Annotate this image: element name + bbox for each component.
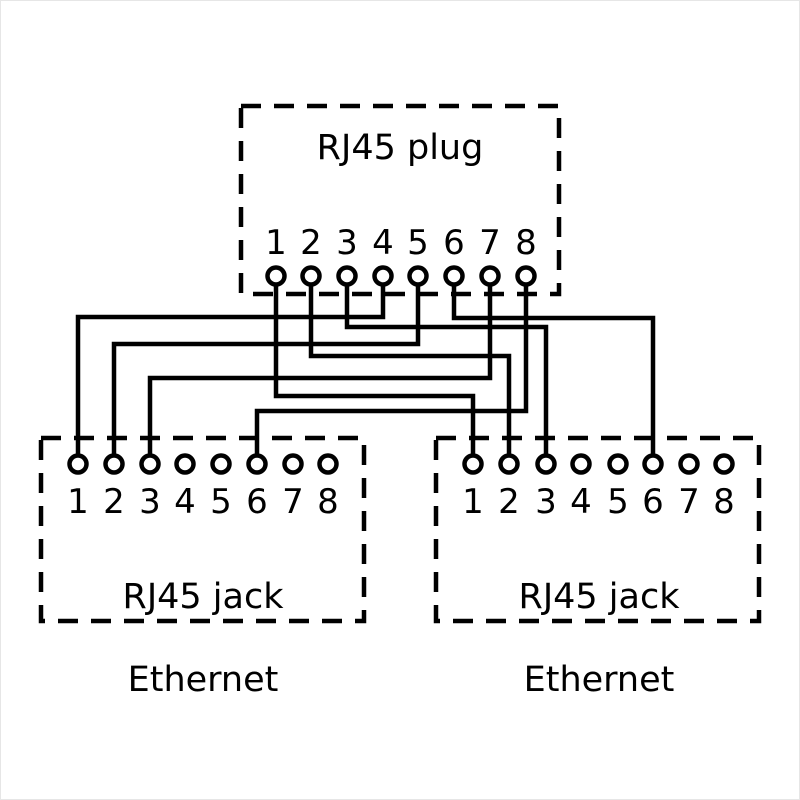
plug-pin-contact-8: [515, 265, 537, 287]
right-jack-pin-contact-1: [462, 453, 484, 475]
plug-pin-number-4: 4: [372, 223, 394, 263]
plug-pin-contact-6: [443, 265, 465, 287]
wire-plug4-to-left-jack1: [75, 276, 386, 464]
plug-pin-contact-5: [407, 265, 429, 287]
plug-pin-contact-2: [300, 265, 322, 287]
right-jack-pin-contact-8: [713, 453, 735, 475]
right-jack-pin-number-2: 2: [498, 482, 520, 522]
right-jack-pin-contact-4: [570, 453, 592, 475]
plug-pin-contact-4: [372, 265, 394, 287]
rj45-jack-right-box: [433, 435, 762, 624]
box-layer: [38, 103, 762, 624]
left-jack-pin-contact-4: [174, 453, 196, 475]
plug-pin-number-2: 2: [300, 223, 322, 263]
left-jack-pin-contact-7: [282, 453, 304, 475]
left-jack-pin-number-3: 3: [139, 482, 161, 522]
left-jack-pin-contact-1: [67, 453, 89, 475]
right-jack-pin-number-3: 3: [535, 482, 557, 522]
label-layer: RJ45 plug RJ45 jack RJ45 jack Ethernet E…: [123, 128, 681, 700]
left-jack-pin-contact-3: [139, 453, 161, 475]
left-jack-pin-number-7: 7: [282, 482, 304, 522]
left-jack-pin-number-6: 6: [246, 482, 268, 522]
right-jack-pin-contact-7: [678, 453, 700, 475]
wire-layer: [75, 276, 656, 464]
plug-pin-contact-1: [265, 265, 287, 287]
rj45-jack-left-box: [38, 435, 367, 624]
left-jack-label: RJ45 jack: [123, 577, 285, 617]
right-jack-pin-contact-6: [642, 453, 664, 475]
plug-pin-number-6: 6: [443, 223, 465, 263]
left-jack-pin-contact-2: [103, 453, 125, 475]
wire-plug6-to-right-jack6: [451, 276, 656, 464]
left-jack-pin-contact-8: [317, 453, 339, 475]
right-jack-pin-number-4: 4: [570, 482, 592, 522]
right-jack-pin-number-8: 8: [713, 482, 735, 522]
left-jack-caption: Ethernet: [128, 660, 279, 700]
plug-pin-number-3: 3: [336, 223, 358, 263]
left-jack-pin-contact-5: [210, 453, 232, 475]
right-jack-pin-contact-3: [535, 453, 557, 475]
wire-plug1-to-right-jack1: [273, 276, 476, 464]
right-jack-pin-contact-5: [607, 453, 629, 475]
plug-pin-number-8: 8: [515, 223, 537, 263]
left-jack-pin-contact-6: [246, 453, 268, 475]
right-jack-pin-number-5: 5: [607, 482, 629, 522]
plug-pin-number-5: 5: [407, 223, 429, 263]
left-jack-pin-number-4: 4: [174, 482, 196, 522]
rj45-plug-box: [238, 103, 562, 297]
plug-label: RJ45 plug: [317, 128, 484, 168]
right-jack-pin-number-1: 1: [462, 482, 484, 522]
left-jack-pin-number-2: 2: [103, 482, 125, 522]
plug-pin-number-1: 1: [265, 223, 287, 263]
right-jack-label: RJ45 jack: [519, 577, 681, 617]
left-jack-pin-number-5: 5: [210, 482, 232, 522]
right-jack-caption: Ethernet: [524, 660, 675, 700]
wire-plug3-to-right-jack3: [344, 276, 549, 464]
plug-pin-contact-3: [336, 265, 358, 287]
right-jack-pin-contact-2: [498, 453, 520, 475]
right-jack-pin-number-6: 6: [642, 482, 664, 522]
wire-plug5-to-left-jack2: [111, 276, 421, 464]
plug-pin-number-7: 7: [479, 223, 501, 263]
plug-pin-contact-7: [479, 265, 501, 287]
wire-plug7-to-left-jack3: [147, 276, 493, 464]
left-jack-pin-number-8: 8: [317, 482, 339, 522]
right-jack-pin-number-7: 7: [678, 482, 700, 522]
left-jack-pin-number-1: 1: [67, 482, 89, 522]
